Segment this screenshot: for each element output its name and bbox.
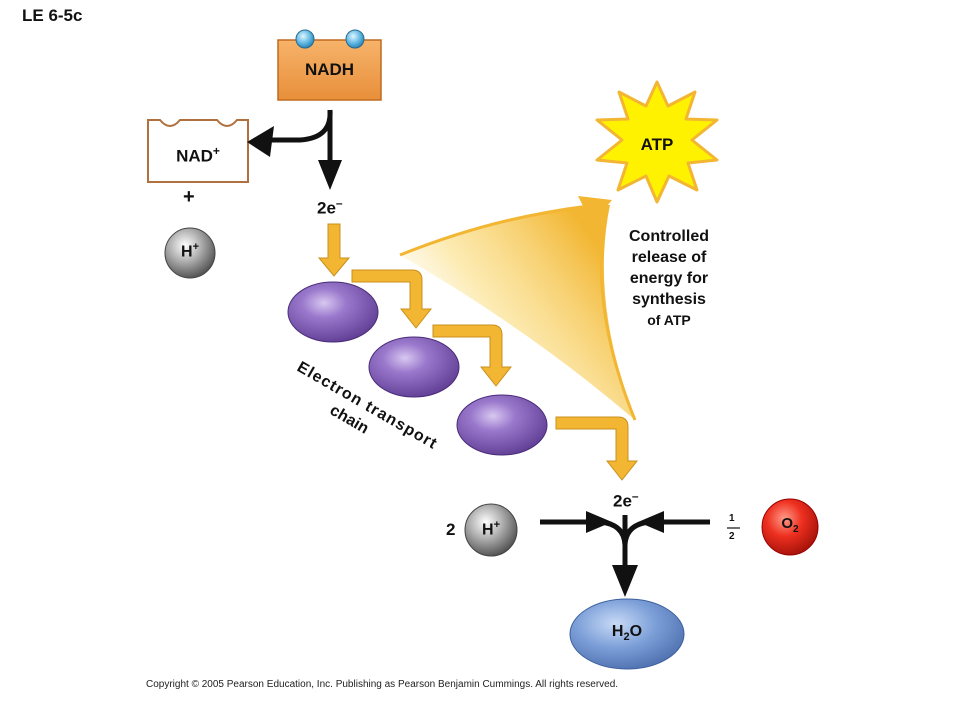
- proton-to-water-arrow: [540, 519, 628, 568]
- chain-arrow-2: [351, 269, 433, 329]
- water-label: H2O: [597, 623, 657, 643]
- electrons-in-text: 2e: [317, 198, 336, 218]
- oxygen-to-water-arrow: [622, 519, 710, 546]
- oxygen-subscript: 2: [793, 524, 799, 535]
- water-subscript: 2: [623, 631, 630, 644]
- carrier-3: [456, 394, 548, 456]
- atp-label: ATP: [640, 135, 674, 154]
- release-caption-line-4: synthesis: [632, 291, 706, 308]
- water-h: H: [611, 623, 624, 640]
- proton-bottom-text: H: [482, 521, 494, 539]
- release-caption: Controlled release of energy for synthes…: [604, 226, 734, 331]
- proton-bottom-coefficient: 2: [446, 520, 456, 539]
- proton-bottom-label: H+: [466, 519, 516, 539]
- release-caption-line-5: of ATP: [647, 312, 691, 328]
- nad-box: [147, 119, 249, 183]
- electrons-in-label: 2e–: [317, 196, 343, 219]
- nadh-bead-left: [295, 29, 315, 49]
- energy-arrow-top-edge: [399, 205, 591, 257]
- oxygen-coefficient-numerator: 1: [729, 513, 735, 524]
- nadh-down-arrowhead: [318, 160, 342, 190]
- nad-label: NAD+: [148, 144, 248, 167]
- nad-charge: +: [212, 144, 220, 158]
- plus-sign: +: [183, 186, 195, 208]
- carrier-1: [287, 281, 379, 343]
- proton-bottom: [464, 503, 518, 557]
- proton-bottom-charge: +: [493, 519, 500, 531]
- nad-text: NAD: [176, 146, 213, 166]
- water-arrowhead: [612, 565, 638, 597]
- release-caption-line-1: Controlled: [629, 228, 709, 245]
- proton-top-charge: +: [192, 241, 199, 253]
- nadh-box: [277, 39, 382, 101]
- electrons-out-label: 2e–: [613, 489, 639, 512]
- oxygen-text: O: [781, 515, 794, 532]
- copyright-notice: Copyright © 2005 Pearson Education, Inc.…: [146, 679, 619, 690]
- release-caption-line-2: release of: [631, 249, 707, 266]
- oxygen-arrowhead: [638, 511, 664, 533]
- proton-arrowhead: [586, 511, 612, 533]
- energy-arrowhead: [578, 196, 612, 224]
- energy-arrow-bottom-edge: [599, 214, 637, 421]
- oxygen-coefficient-denominator: 2: [729, 531, 735, 542]
- electrons-in-charge: –: [335, 196, 343, 210]
- oxygen-label: O2: [766, 515, 814, 535]
- release-caption-line-3: energy for: [629, 270, 709, 287]
- electrons-out-text: 2e: [613, 491, 632, 511]
- nadh-label: NADH: [304, 60, 355, 79]
- carrier-2: [368, 336, 460, 398]
- chain-arrow-4: [555, 416, 639, 481]
- proton-top-text: H: [181, 243, 193, 261]
- oxygen-atom: [761, 498, 819, 556]
- proton-top: [164, 227, 216, 279]
- atp-burst: [595, 80, 719, 204]
- nadh-bead-right: [345, 29, 365, 49]
- chain-arrows: [317, 223, 639, 481]
- chain-arrow-1: [317, 223, 351, 277]
- water-o: O: [629, 623, 643, 640]
- proton-top-label: H+: [165, 241, 215, 261]
- nad-arrowhead: [247, 126, 274, 157]
- water-molecule: [569, 598, 685, 670]
- energy-release-fan: [400, 205, 635, 420]
- figure-id: LE 6-5c: [22, 6, 83, 25]
- nadh-to-nad-arrow: [266, 109, 333, 143]
- chain-arrow-3: [432, 324, 513, 387]
- electrons-out-charge: –: [631, 489, 639, 503]
